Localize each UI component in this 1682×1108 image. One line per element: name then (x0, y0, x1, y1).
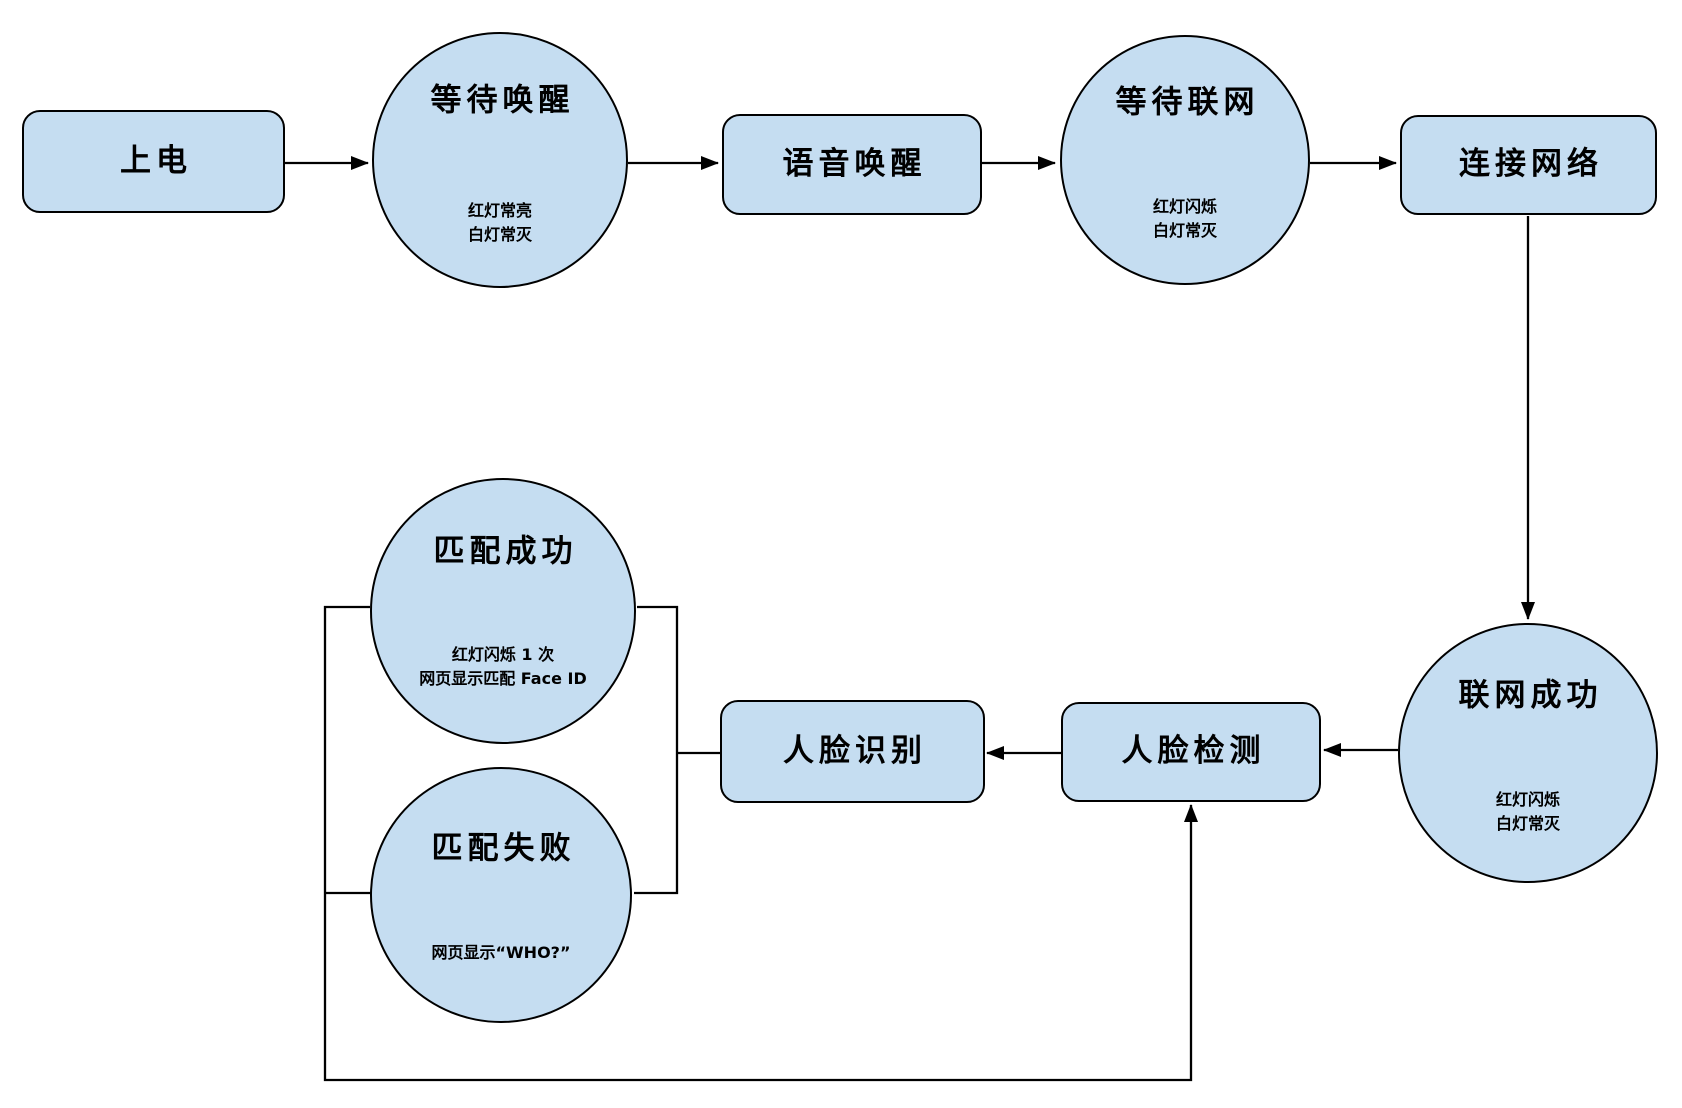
node-wait-wake-label: 等待唤醒 (430, 82, 575, 119)
node-match-success-note: 红灯闪烁 1 次 网页显示匹配 Face ID (419, 645, 587, 689)
node-voice-wake: 语音唤醒 (722, 114, 982, 215)
node-network-success: 联网成功 红灯闪烁 白灯常灭 (1398, 623, 1658, 883)
node-match-fail-note: 网页显示“WHO?” (431, 942, 571, 962)
node-face-detect-label: 人脸检测 (1121, 733, 1266, 770)
node-voice-wake-label: 语音唤醒 (782, 145, 927, 182)
node-match-fail-label: 匹配失败 (431, 830, 576, 867)
edge-branch-right-rail (634, 605, 679, 895)
edge-loop-back-to-face-detect (323, 605, 1198, 1082)
node-wait-wake: 等待唤醒 红灯常亮 白灯常灭 (372, 32, 628, 288)
node-connect-network: 连接网络 (1400, 115, 1657, 215)
node-power-on: 上电 (22, 110, 285, 213)
node-network-success-label: 联网成功 (1458, 677, 1603, 714)
node-match-fail: 匹配失败 网页显示“WHO?” (370, 767, 632, 1023)
node-network-success-note: 红灯闪烁 白灯常灭 (1495, 789, 1560, 833)
node-match-success: 匹配成功 红灯闪烁 1 次 网页显示匹配 Face ID (370, 478, 636, 744)
node-face-recognize: 人脸识别 (720, 700, 985, 803)
node-connect-network-label: 连接网络 (1459, 146, 1603, 183)
node-wait-network-note: 红灯闪烁 白灯常灭 (1152, 197, 1217, 241)
node-wait-network-label: 等待联网 (1115, 84, 1260, 120)
node-match-success-label: 匹配成功 (433, 533, 578, 570)
node-face-recognize-label: 人脸识别 (783, 732, 927, 769)
node-wait-network: 等待联网 红灯闪烁 白灯常灭 (1060, 35, 1310, 285)
node-power-on-label: 上电 (120, 142, 192, 179)
node-face-detect: 人脸检测 (1061, 702, 1321, 802)
node-wait-wake-note: 红灯常亮 白灯常灭 (467, 201, 532, 244)
